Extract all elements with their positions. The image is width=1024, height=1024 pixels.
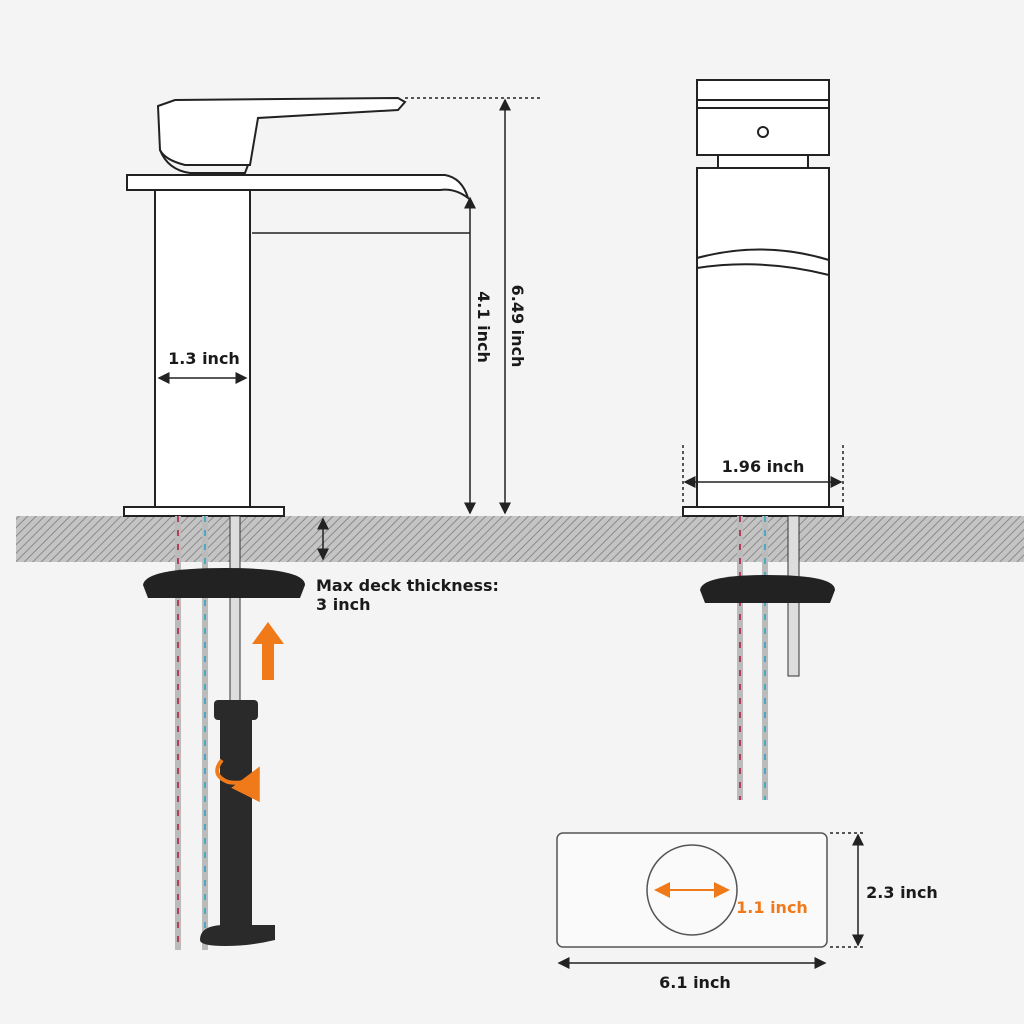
left-dimension-lines: [157, 97, 540, 561]
rotate-arrow-icon: [215, 758, 260, 803]
threaded-rod: [229, 515, 241, 707]
plate-dimension-lines: [557, 832, 865, 969]
up-arrow-icon: [252, 622, 284, 680]
right-hoses: [737, 516, 768, 800]
right-mounting-nut-plate: [700, 575, 835, 603]
deck-thickness-label-1: Max deck thickness:: [316, 576, 499, 595]
faucet-side-view: [123, 96, 470, 517]
mounting-nut-plate: [143, 568, 305, 598]
installation-tool: [200, 700, 275, 946]
faucet-front-view: [682, 79, 844, 517]
plate-height-label: 2.3 inch: [866, 883, 938, 902]
total-height-label: 6.49 inch: [508, 285, 527, 368]
body-width-label: 1.3 inch: [168, 349, 240, 368]
right-dimension-lines: [682, 445, 844, 505]
countertop-deck: [16, 516, 1024, 562]
base-width-label: 1.96 inch: [722, 457, 805, 476]
deck-thickness-label-2: 3 inch: [316, 595, 370, 614]
spout-height-label: 4.1 inch: [474, 291, 493, 363]
hole-diameter-label: 1.1 inch: [736, 898, 808, 917]
plate-width-label: 6.1 inch: [659, 973, 731, 992]
